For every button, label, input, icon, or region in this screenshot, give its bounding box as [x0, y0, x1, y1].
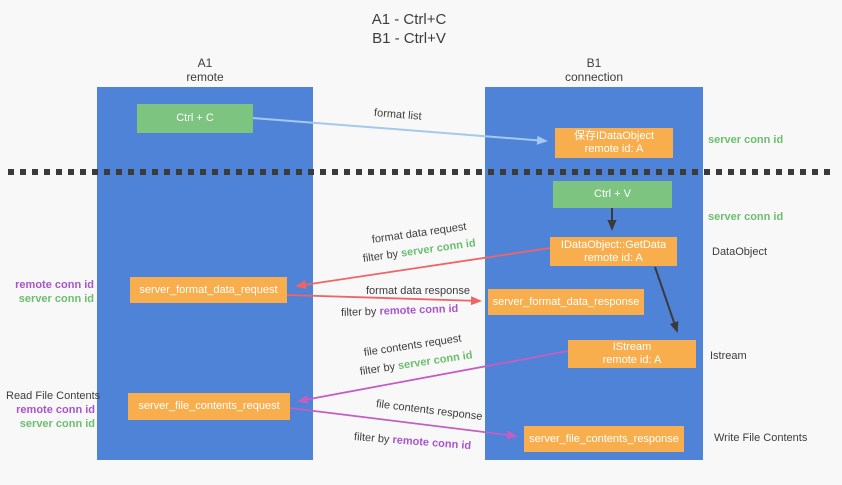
left-column-header: A1 remote: [155, 56, 255, 84]
dataobject-annotation: DataObject: [712, 246, 768, 258]
right-column-name: B1: [586, 56, 602, 70]
remote-conn-id-text: remote conn id: [391, 434, 472, 453]
server-format-data-response-label: server_format_data_response: [492, 295, 640, 308]
title-line-2: B1 - Ctrl+V: [372, 30, 446, 47]
server-format-data-request-box: server_format_data_request: [130, 277, 287, 303]
file-contents-response-label: file contents response: [375, 398, 484, 424]
save-idataobject-line2: remote id: A: [584, 143, 644, 155]
ctrl-c-label: Ctrl + C: [176, 112, 214, 124]
server-format-data-response-box: server_format_data_response: [488, 289, 644, 315]
left-column-name: A1: [197, 56, 213, 70]
format-data-response-filter-label: filter by remote conn id: [341, 303, 459, 320]
save-idataobject-line1: 保存IDataObject: [573, 130, 655, 142]
istream-line1: IStream: [612, 341, 652, 353]
save-idataobject-box: 保存IDataObject remote id: A: [555, 128, 673, 158]
server-conn-id-text: server conn id: [19, 418, 95, 430]
server-conn-id-annotation-mid: server conn id: [708, 211, 784, 223]
server-conn-id-text: server conn id: [18, 293, 94, 305]
getdata-line2: remote id: A: [584, 251, 643, 264]
server-file-contents-request-box: server_file_contents_request: [128, 393, 290, 420]
getdata-line1: IDataObject::GetData: [560, 238, 667, 251]
ctrl-v-box: Ctrl + V: [553, 181, 672, 208]
server-format-data-request-label: server_format_data_request: [139, 283, 278, 296]
right-column-header: B1 connection: [544, 56, 644, 84]
istream-box: IStream remote id: A: [568, 340, 696, 368]
server-conn-id-annotation-top: server conn id: [708, 134, 784, 146]
filter-by-text: filter by: [359, 360, 396, 378]
left-column-role: remote: [186, 70, 224, 84]
server-file-contents-request-label: server_file_contents_request: [138, 400, 280, 412]
remote-conn-id-text: remote conn id: [16, 404, 95, 416]
remote-conn-id-text: remote conn id: [15, 279, 94, 291]
diagram-title: A1 - Ctrl+C B1 - Ctrl+V: [309, 10, 509, 48]
read-file-contents-annotation: Read File Contents: [6, 390, 101, 402]
file-contents-response-filter-label: filter by remote conn id: [353, 431, 472, 453]
ctrl-c-box: Ctrl + C: [137, 104, 253, 133]
left-conn-id-annotation-bottom: Read File Contents remote conn id server…: [6, 390, 101, 431]
istream-line2: remote id: A: [602, 354, 662, 366]
server-file-contents-response-label: server_file_contents_response: [529, 432, 679, 445]
filter-by-text: filter by: [353, 431, 390, 446]
left-conn-id-annotation-top: remote conn id server conn id: [6, 278, 94, 306]
server-file-contents-response-box: server_file_contents_response: [524, 426, 684, 452]
filter-by-text: filter by: [340, 305, 377, 319]
dotted-separator-line: [8, 169, 834, 175]
write-file-contents-annotation: Write File Contents: [714, 432, 808, 444]
title-line-1: A1 - Ctrl+C: [371, 11, 447, 28]
format-data-response-label: format data response: [366, 285, 470, 297]
right-column-role: connection: [564, 70, 624, 84]
format-list-label: format list: [373, 107, 423, 123]
remote-conn-id-text: remote conn id: [379, 302, 459, 318]
filter-by-text: filter by: [362, 248, 399, 265]
ctrl-v-label: Ctrl + V: [594, 188, 631, 200]
idataobject-getdata-box: IDataObject::GetData remote id: A: [550, 237, 677, 266]
istream-annotation: Istream: [710, 350, 747, 362]
